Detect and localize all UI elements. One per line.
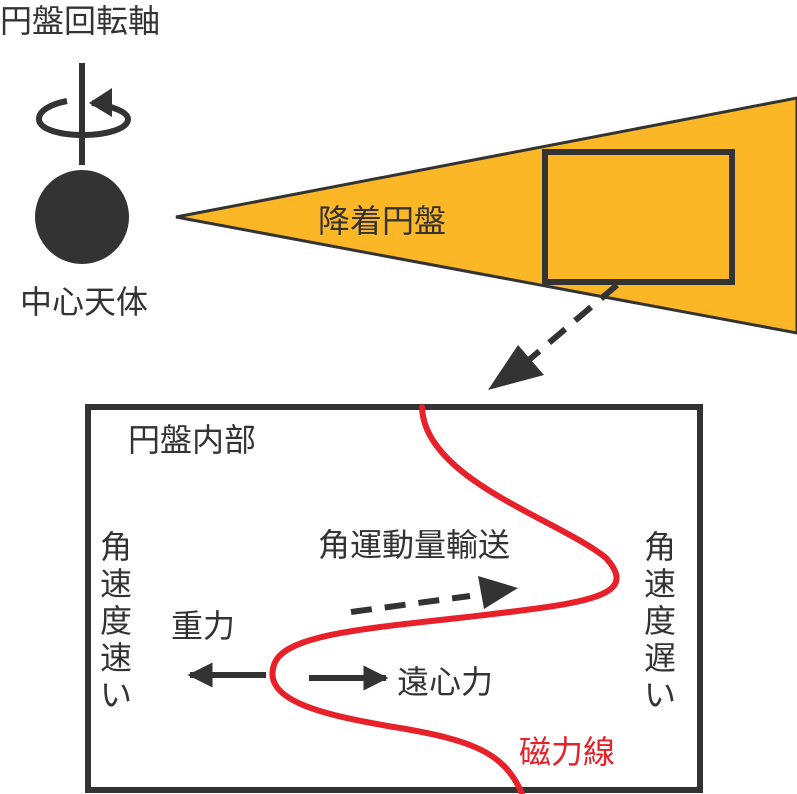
angular-momentum-transport-label: 角運動量輸送 bbox=[318, 526, 510, 564]
fast-angular-velocity-char: 角 bbox=[100, 528, 132, 566]
slow-angular-velocity-char: 度 bbox=[644, 602, 676, 640]
zoom-dashed-line bbox=[521, 282, 619, 368]
central-body bbox=[35, 170, 129, 264]
accretion-disk-label: 降着円盤 bbox=[318, 202, 446, 240]
central-body-label: 中心天体 bbox=[20, 283, 148, 321]
rotation-arrowhead-icon bbox=[89, 88, 112, 117]
fast-angular-velocity-char: い bbox=[100, 676, 132, 714]
zoom-arrowhead-icon bbox=[488, 345, 544, 390]
disk-interior-label: 円盤内部 bbox=[128, 421, 256, 459]
rotation-direction-icon bbox=[35, 98, 132, 139]
slow-angular-velocity-label: 角 速 度 遅 い bbox=[644, 528, 676, 714]
fast-angular-velocity-char: 速 bbox=[100, 565, 132, 603]
fast-angular-velocity-label: 角 速 度 速 い bbox=[100, 528, 132, 714]
angular-momentum-dashed-arrow bbox=[350, 593, 471, 615]
slow-angular-velocity-char: 速 bbox=[644, 565, 676, 603]
rotation-axis-label: 円盤回転軸 bbox=[0, 2, 160, 40]
slow-angular-velocity-char: 遅 bbox=[644, 639, 676, 677]
magnetic-field-line-label: 磁力線 bbox=[519, 733, 615, 771]
gravity-label: 重力 bbox=[171, 607, 235, 645]
slow-angular-velocity-char: い bbox=[644, 676, 676, 714]
disk-interior-panel bbox=[85, 404, 703, 793]
accretion-disk bbox=[175, 96, 797, 335]
zoom-region-box bbox=[542, 149, 735, 285]
magnetic-field-line bbox=[269, 404, 620, 794]
slow-angular-velocity-char: 角 bbox=[644, 528, 676, 566]
angular-momentum-arrowhead-icon bbox=[478, 576, 518, 609]
fast-angular-velocity-char: 速 bbox=[100, 639, 132, 677]
fast-angular-velocity-char: 度 bbox=[100, 602, 132, 640]
centrifugal-force-label: 遠心力 bbox=[397, 663, 493, 701]
